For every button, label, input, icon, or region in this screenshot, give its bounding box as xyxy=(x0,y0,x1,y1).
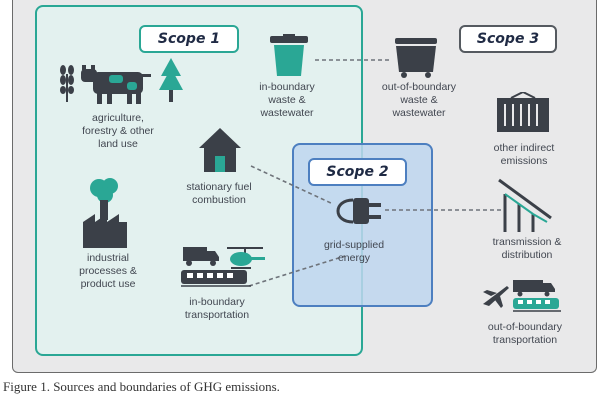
stationary-fuel-label: stationary fuel combustion xyxy=(186,181,252,206)
house-icon xyxy=(199,128,241,172)
figure-caption: Figure 1. Sources and boundaries of GHG … xyxy=(3,379,280,394)
waste-bin-icon xyxy=(270,34,308,76)
plug-icon xyxy=(336,198,381,224)
connector-stationary xyxy=(250,165,334,205)
transmission-label: transmission & distribution xyxy=(492,236,562,261)
helicopter-icon xyxy=(227,247,265,269)
airplane-icon xyxy=(483,286,509,308)
in-boundary-waste-label: in-boundary waste & wastewater xyxy=(259,81,315,119)
dumpster-icon xyxy=(395,38,437,78)
truck-icon xyxy=(183,247,219,266)
out-of-boundary-transport-label: out-of-boundary transportation xyxy=(487,321,563,346)
scope1-label: Scope 1 xyxy=(139,25,239,53)
other-indirect-label: other indirect emissions xyxy=(493,142,555,167)
train-icon xyxy=(181,270,251,287)
factory-icon xyxy=(83,178,127,248)
connector-transport xyxy=(248,255,346,287)
out-of-boundary-waste-label: out-of-boundary waste & wastewater xyxy=(381,81,457,119)
power-lines-icon xyxy=(498,178,552,232)
grid-energy-label: grid-supplied energy xyxy=(323,239,385,264)
connector-lines xyxy=(248,59,503,287)
scope3-label: Scope 3 xyxy=(459,25,557,53)
wheat-icon xyxy=(60,65,74,102)
ghg-boundary-diagram: Scope 1 Scope 2 Scope 3 agriculture, for… xyxy=(12,0,597,373)
industrial-label: industrial processes & product use xyxy=(79,252,137,290)
container-icon xyxy=(497,92,549,132)
agriculture-label: agriculture, forestry & other land use xyxy=(82,112,154,150)
cow-icon xyxy=(81,65,151,104)
tree-icon xyxy=(159,58,183,102)
in-boundary-transport-label: in-boundary transportation xyxy=(184,296,250,321)
scope2-label: Scope 2 xyxy=(308,158,407,186)
truck-icon-out-of-boundary xyxy=(513,280,561,312)
